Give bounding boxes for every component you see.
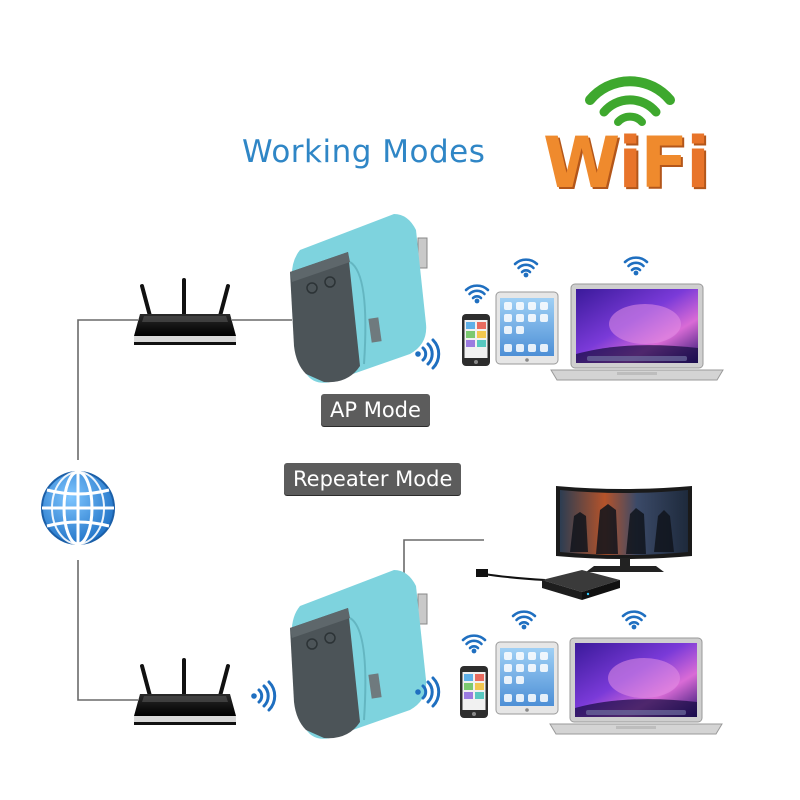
wifi-logo-letter: W <box>543 122 618 204</box>
wifi-signal-icon <box>513 612 535 630</box>
smartphone-icon <box>462 314 490 366</box>
repeater-mode-label: Repeater Mode <box>284 463 461 495</box>
line-globe-to-ap-router <box>78 320 138 460</box>
tablet-icon <box>496 292 558 364</box>
smartphone-icon <box>460 666 488 718</box>
wifi-logo-word: WiFi <box>543 122 708 204</box>
laptop-icon <box>551 284 723 380</box>
router-icon <box>134 660 236 725</box>
wifi-extender-icon <box>290 570 427 739</box>
wifi-signal-icon <box>466 286 488 304</box>
wifi-extender-icon <box>290 214 427 383</box>
ap-mode-label: AP Mode <box>321 394 430 426</box>
tv-icon <box>556 486 692 572</box>
wifi-signal-icon <box>251 682 275 710</box>
stb-cable <box>484 574 545 580</box>
set-top-box-icon <box>542 570 620 600</box>
tablet-icon <box>496 642 558 714</box>
router-icon <box>134 280 236 345</box>
wifi-logo-letter: i <box>686 122 708 204</box>
ethernet-plug <box>476 569 488 577</box>
wifi-logo-letter: i <box>618 122 640 204</box>
page-title: Working Modes <box>242 134 485 170</box>
laptop-icon <box>550 638 722 734</box>
wifi-signal-icon <box>625 258 647 276</box>
wifi-signal-icon <box>515 260 537 278</box>
wifi-logo: WiFi <box>543 66 713 206</box>
line-globe-to-repeater-router <box>78 560 138 700</box>
wifi-logo-letter: F <box>640 122 686 204</box>
wifi-signal-icon <box>623 612 645 630</box>
wifi-signal-icon <box>463 636 485 654</box>
globe-icon <box>42 472 114 544</box>
